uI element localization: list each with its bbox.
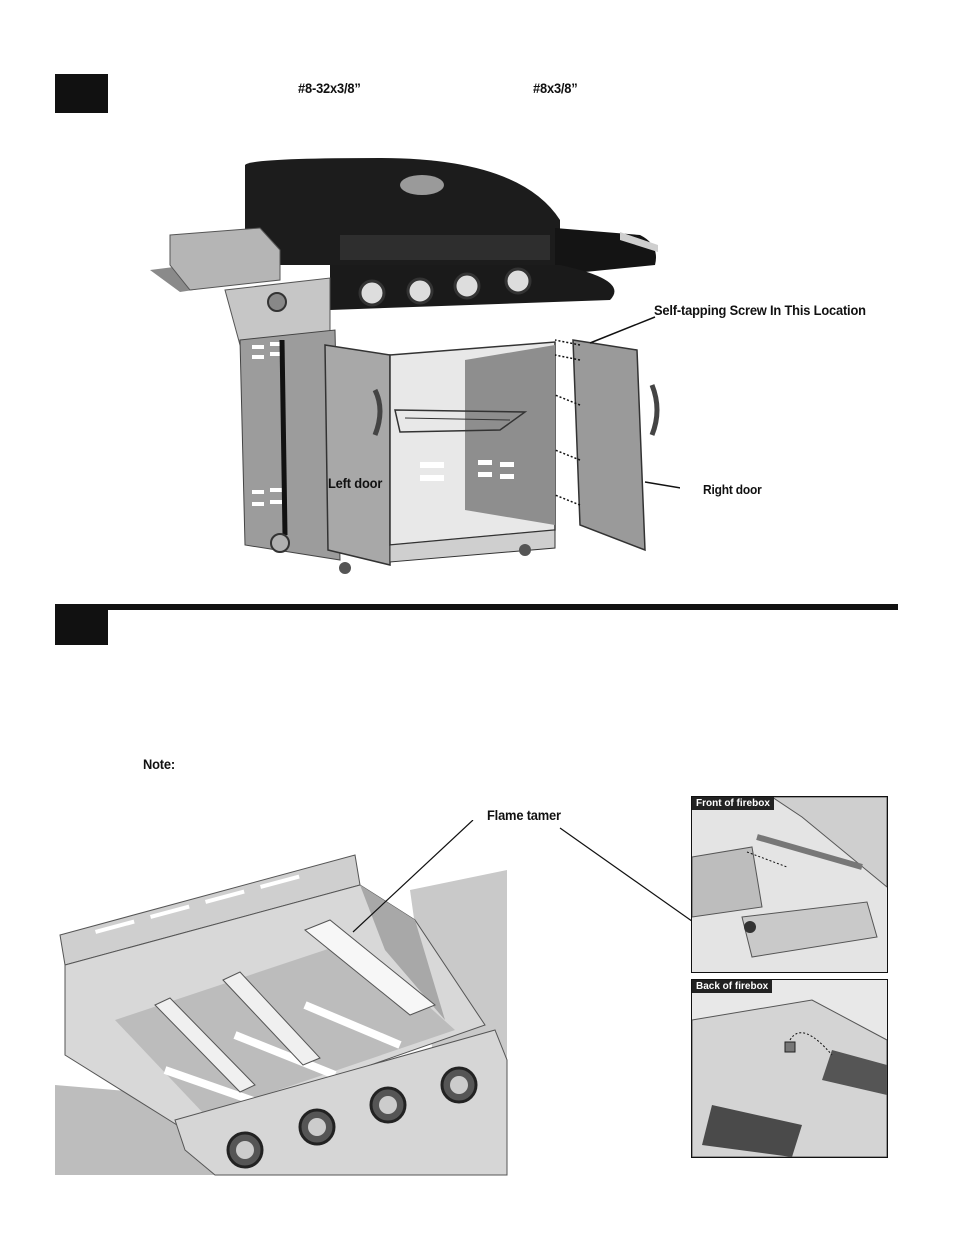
inset-back-drawing	[692, 980, 887, 1157]
firebox-flame-tamers-illustration	[55, 820, 741, 1176]
screw-spec-b: #8x3/8”	[533, 80, 578, 96]
inset-front-drawing	[692, 797, 887, 972]
callout-flame-tamer: Flame tamer	[487, 807, 561, 823]
inset-back-label: Back of firebox	[692, 980, 773, 993]
label-right-door: Right door	[703, 482, 762, 497]
inset-front-of-firebox: Front of firebox	[691, 796, 888, 973]
inset-back-of-firebox: Back of firebox	[691, 979, 888, 1158]
section-divider	[55, 604, 898, 610]
label-left-door: Left door	[328, 475, 383, 491]
callout-self-tapping-screw: Self-tapping Screw In This Location	[654, 302, 866, 318]
screw-spec-a: #8-32x3/8”	[298, 80, 361, 96]
inset-front-label: Front of firebox	[692, 797, 774, 810]
grill-doors-illustration	[150, 158, 680, 574]
step-1-number-box	[55, 74, 108, 113]
note-label: Note:	[143, 756, 175, 772]
step-2-number-box	[55, 606, 108, 645]
